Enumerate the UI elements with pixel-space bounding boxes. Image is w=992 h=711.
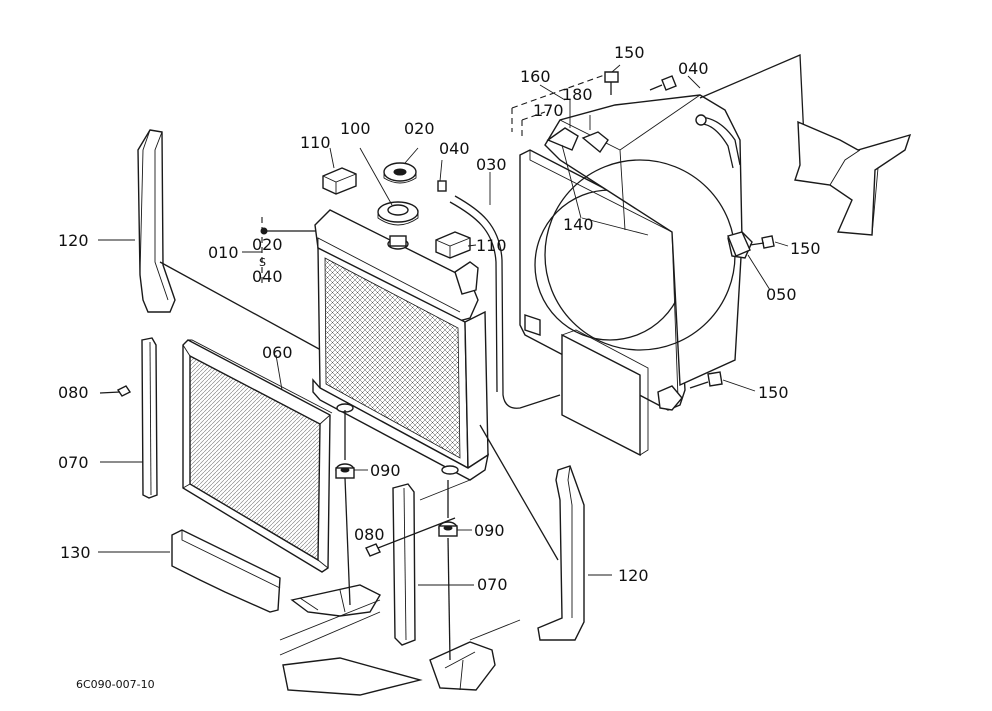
callout-labels: 120 080 070 130 060 010 020 S 040 110 10… [58,43,821,594]
upper-hose [695,114,741,169]
clamp-050 [727,231,751,257]
callout-180: 180 [562,85,593,104]
callout-030: 030 [476,155,507,174]
lower-baffle [171,529,281,613]
callout-130: 130 [60,543,91,562]
lower-mount-bracket-left [279,584,381,656]
rubber-mount-left [335,463,355,479]
callout-040-right: 040 [678,59,709,78]
callout-150-lower: 150 [758,383,789,402]
callout-150-side: 150 [790,239,821,258]
air-baffle-lower-right [479,424,585,641]
callout-020: 020 [404,119,435,138]
callout-170: 170 [533,101,564,120]
fan-shroud [519,94,753,457]
callout-080-left: 080 [58,383,89,402]
bolt-080-left [99,385,132,397]
callout-090-left: 090 [370,461,401,480]
support-bracket-right [699,54,912,236]
rubber-pad-right [435,231,471,259]
callout-120-upper: 120 [58,231,89,250]
filler-ring [377,201,419,226]
callout-040-mid: 040 [439,139,470,158]
callout-range-separator: S [259,256,266,269]
rubber-pad-left [322,167,357,195]
bolt-top-150 [604,71,619,95]
bolt-icon [260,227,316,235]
callout-040-range: 040 [252,267,283,286]
callout-010: 010 [208,243,239,262]
callout-050: 050 [766,285,797,304]
callout-140: 140 [563,215,594,234]
air-baffle-upper-left [137,129,331,356]
callout-160: 160 [520,67,551,86]
group-bracket-160 [511,72,611,140]
radiator-cap [383,162,417,184]
callout-120-lower: 120 [618,566,649,585]
leader-lines [98,64,789,586]
drain-plug [437,180,447,192]
radiator-assembly [312,209,490,481]
drawing-number: 6C090-007-10 [76,678,155,691]
callout-070-lower: 070 [477,575,508,594]
seal-strip-left [141,337,158,499]
callout-070-left: 070 [58,453,89,472]
callout-150-top: 150 [614,43,645,62]
rubber-mount-right [438,521,458,537]
callout-020-range: 020 [252,235,283,254]
group-bracket-010 [242,217,263,283]
callout-090-right: 090 [474,521,505,540]
callout-110-left: 110 [300,133,331,152]
hose-clamp-040 [649,75,677,91]
radiator-screen [182,339,333,573]
callout-100: 100 [340,119,371,138]
bolt-side-150 [749,235,775,249]
radiator-mount-lines [344,410,471,661]
lower-mount-bracket-right [282,619,521,696]
callout-080-lower: 080 [354,525,385,544]
seal-strip-right [392,483,416,646]
callout-060: 060 [262,343,293,362]
callout-110-right: 110 [476,236,507,255]
bolt-080-lower [365,517,456,557]
overflow-hose [449,195,561,409]
bolt-lower-150 [689,371,723,389]
